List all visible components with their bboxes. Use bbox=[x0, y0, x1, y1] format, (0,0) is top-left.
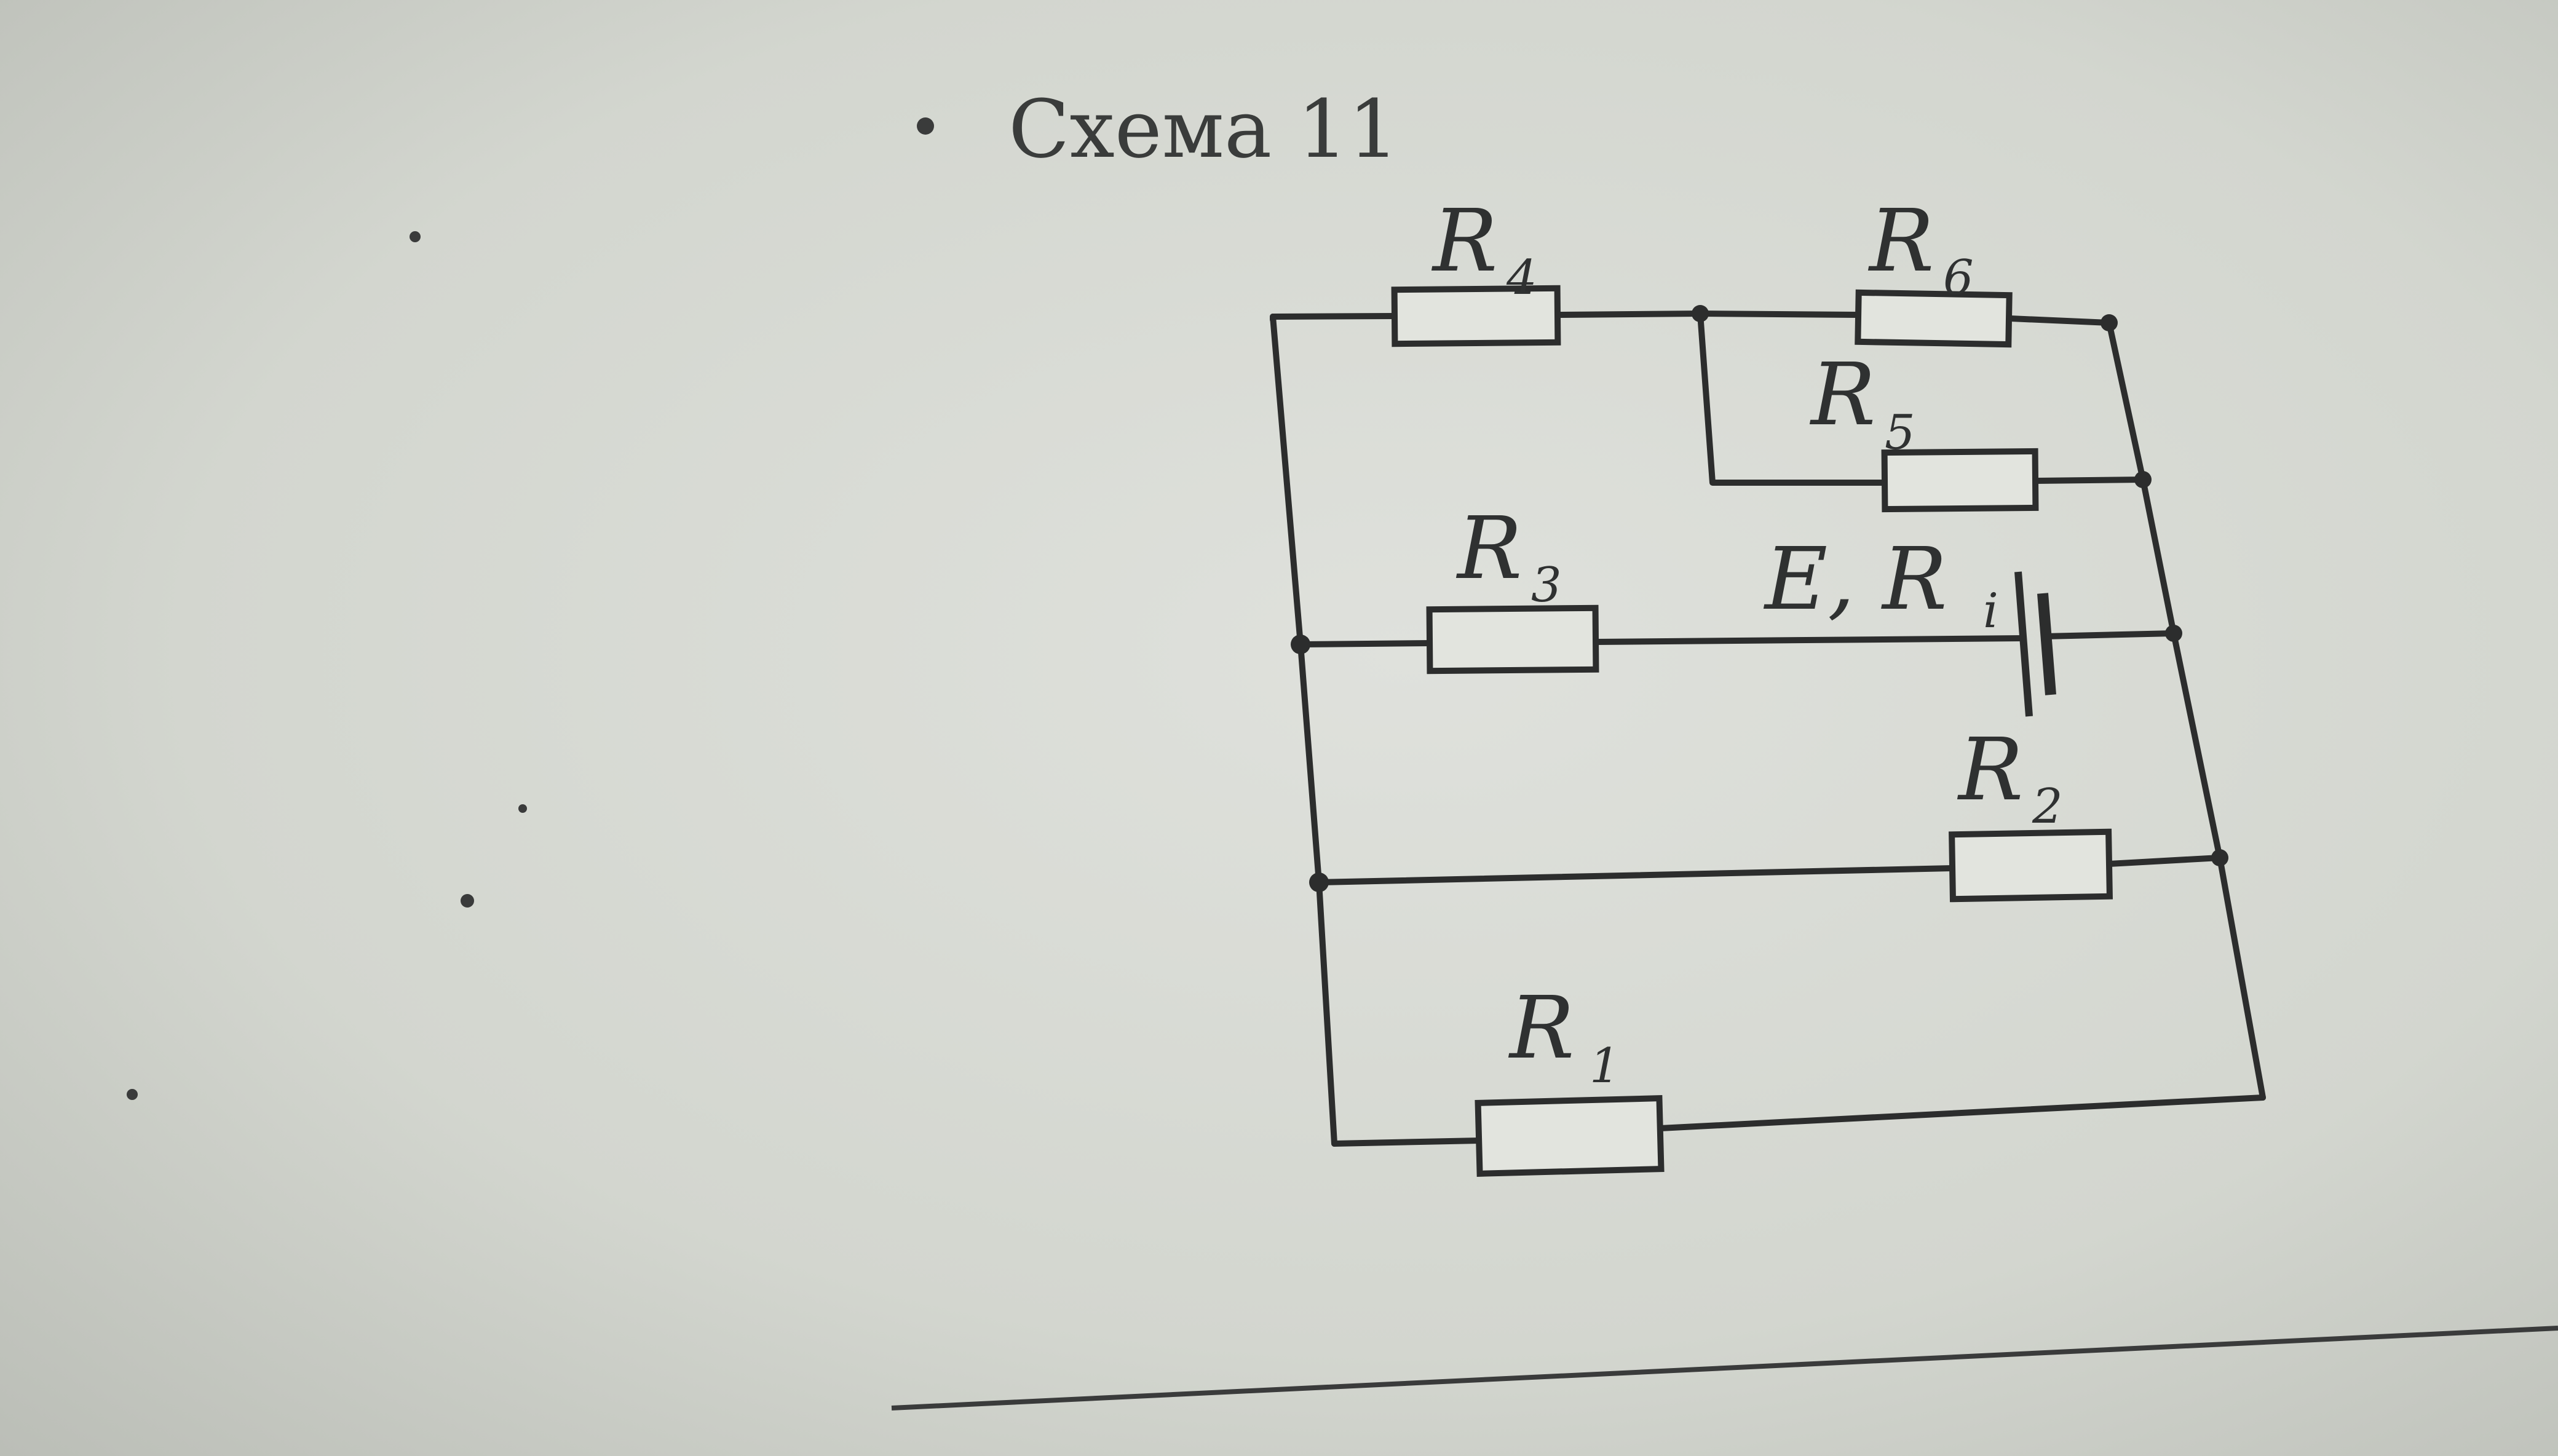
source-short-plate bbox=[2037, 593, 2056, 695]
label-r2-letter: R bbox=[1957, 720, 2023, 820]
node-left-r2 bbox=[1309, 872, 1329, 892]
junction-nodes bbox=[1291, 305, 2228, 892]
label-r4-letter: R bbox=[1431, 191, 1497, 291]
label-r3-letter: R bbox=[1455, 499, 1522, 599]
title-bullet bbox=[917, 117, 934, 135]
page-rule-line bbox=[891, 1326, 2558, 1410]
wire-r5-right bbox=[2032, 477, 2146, 484]
wire-r3-left bbox=[1297, 640, 1433, 647]
label-r5-index: 5 bbox=[1885, 405, 1915, 461]
label-r1: R 1 bbox=[1508, 978, 1620, 1094]
paper-speck bbox=[127, 1089, 138, 1100]
resistor-r2 bbox=[1949, 828, 2113, 903]
label-r5: R 5 bbox=[1809, 345, 1915, 461]
label-r1-index: 1 bbox=[1590, 1039, 1620, 1094]
label-r4: R 4 bbox=[1431, 191, 1537, 306]
label-r4-index: 4 bbox=[1506, 250, 1537, 306]
wire-r5-left bbox=[1697, 311, 1888, 486]
label-r6-letter: R bbox=[1867, 191, 1934, 291]
label-source: E, R i bbox=[1763, 529, 1998, 639]
label-r2: R 2 bbox=[1957, 720, 2063, 834]
label-source-index: i bbox=[1983, 584, 1998, 639]
wire-top-left bbox=[1270, 313, 1396, 323]
label-r6-index: 6 bbox=[1943, 250, 1974, 306]
paper-speck bbox=[410, 231, 421, 242]
voltage-source bbox=[2014, 571, 2056, 717]
label-r2-index: 2 bbox=[2032, 779, 2063, 834]
node-top-right bbox=[2101, 314, 2118, 331]
resistor-r4 bbox=[1391, 285, 1561, 347]
resistor-r3 bbox=[1426, 604, 1599, 675]
node-r5-right bbox=[2134, 471, 2152, 488]
label-r3-index: 3 bbox=[1531, 558, 1562, 613]
wire-source-right bbox=[2041, 630, 2177, 639]
label-r1-letter: R bbox=[1508, 978, 1574, 1078]
wire-r2-right bbox=[2106, 855, 2223, 867]
label-r5-letter: R bbox=[1809, 345, 1875, 445]
wire-r2-left bbox=[1316, 865, 1955, 885]
wire-r3-to-source bbox=[1593, 635, 2026, 645]
wire-r1-left bbox=[1331, 1138, 1482, 1147]
label-source-text: E, R bbox=[1763, 529, 1947, 630]
node-left-middle bbox=[1291, 635, 1310, 654]
wire-r6-left bbox=[1697, 311, 1860, 318]
resistor-r1 bbox=[1475, 1095, 1665, 1177]
wire-top-mid bbox=[1556, 311, 1703, 318]
label-r6: R 6 bbox=[1867, 191, 1974, 306]
resistor-r6 bbox=[1855, 289, 2013, 348]
paper-speck bbox=[461, 894, 474, 908]
wire-r6-right bbox=[2008, 315, 2112, 326]
diagram-title: Схема 11 bbox=[1008, 82, 1399, 176]
label-r3: R 3 bbox=[1455, 499, 1562, 613]
node-right-middle bbox=[2165, 625, 2182, 642]
source-long-plate bbox=[2014, 571, 2033, 717]
wires bbox=[1270, 311, 2266, 1147]
left-rail bbox=[1270, 314, 1337, 1147]
wire-r1-right bbox=[1657, 1094, 2266, 1131]
resistor-r5 bbox=[1881, 448, 2039, 513]
node-top-split bbox=[1692, 305, 1709, 322]
paper-speck bbox=[518, 804, 527, 813]
node-right-r2 bbox=[2211, 849, 2228, 866]
